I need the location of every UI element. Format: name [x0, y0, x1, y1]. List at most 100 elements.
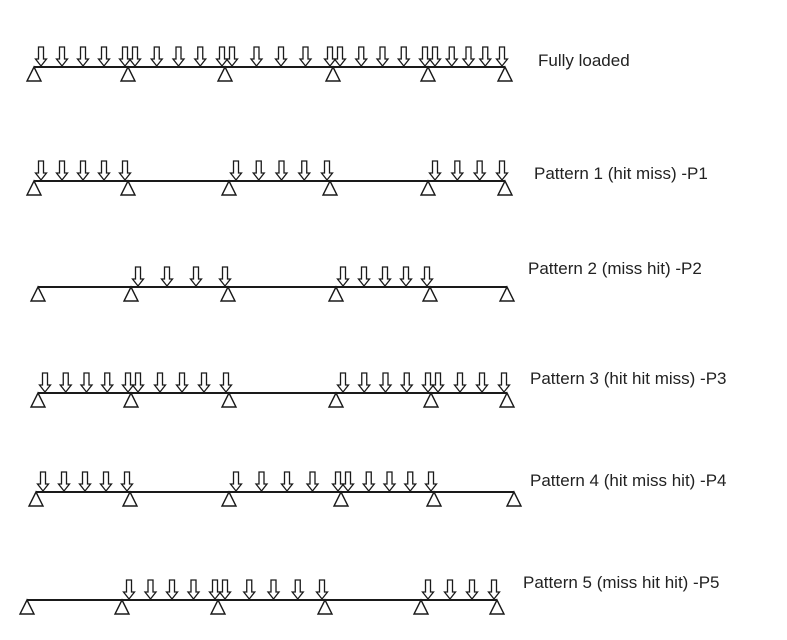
pin-support-icon [29, 285, 47, 302]
pin-support-icon [421, 285, 439, 302]
pin-support-icon [332, 490, 350, 507]
load-arrow-icon [189, 266, 203, 288]
pin-support-icon [113, 598, 131, 615]
pin-support-icon [498, 285, 516, 302]
load-arrow-icon [399, 266, 413, 288]
load-arrow-icon [160, 266, 174, 288]
pin-support-icon [422, 391, 440, 408]
load-arrow-icon [428, 46, 442, 68]
pin-support-icon [419, 65, 437, 82]
pin-support-icon [18, 598, 36, 615]
load-arrow-icon [290, 579, 305, 601]
row-label-pattern-3: Pattern 3 (hit hit miss) -P3 [530, 369, 727, 388]
load-arrow-icon [357, 372, 372, 394]
load-arrow-icon [461, 46, 476, 68]
pin-support-icon [119, 179, 137, 196]
load-arrow-icon [254, 471, 269, 493]
load-arrow-icon [421, 372, 435, 394]
row-label-pattern-4: Pattern 4 (hit miss hit) -P4 [530, 471, 727, 490]
load-arrow-icon [305, 471, 320, 493]
load-arrow-icon [375, 46, 390, 68]
pin-support-icon [321, 179, 339, 196]
load-arrow-icon [99, 471, 113, 493]
load-arrow-icon [333, 46, 347, 68]
load-arrow-icon [57, 471, 71, 493]
load-arrow-icon [315, 579, 329, 601]
load-arrow-icon [274, 46, 288, 68]
load-arrow-icon [131, 372, 145, 394]
load-arrow-icon [171, 46, 186, 68]
load-arrow-icon [218, 266, 232, 288]
beam-row-0 [25, 46, 514, 82]
load-arrow-icon [431, 372, 445, 394]
row-label-pattern-1: Pattern 1 (hit miss) -P1 [534, 164, 708, 183]
load-arrow-icon [197, 372, 211, 394]
load-arrow-icon [76, 160, 90, 182]
load-arrow-icon [118, 160, 132, 182]
load-arrow-icon [336, 372, 350, 394]
load-arrow-icon [251, 160, 266, 182]
load-arrow-icon [354, 46, 369, 68]
beam-row-1 [25, 160, 514, 196]
pin-support-icon [419, 179, 437, 196]
pin-support-icon [209, 598, 227, 615]
load-arrow-icon [229, 471, 243, 493]
load-arrow-icon [341, 471, 355, 493]
load-arrow-icon [274, 160, 289, 182]
pin-support-icon [122, 391, 140, 408]
load-arrow-icon [323, 46, 337, 68]
load-arrow-icon [193, 46, 208, 68]
load-arrow-icon [396, 46, 411, 68]
load-arrow-icon [428, 160, 442, 182]
load-arrow-icon [421, 579, 435, 601]
load-arrow-icon [215, 46, 229, 68]
beam-row-4 [27, 471, 523, 507]
load-arrow-icon [208, 579, 222, 601]
load-arrow-icon [320, 160, 334, 182]
load-arrow-icon [153, 372, 167, 394]
load-arrow-icon [399, 372, 414, 394]
pin-support-icon [505, 490, 523, 507]
beam-row-5 [18, 579, 506, 615]
load-arrow-icon [444, 46, 459, 68]
pin-support-icon [25, 179, 43, 196]
row-label-pattern-2: Pattern 2 (miss hit) -P2 [528, 259, 702, 278]
pin-support-icon [220, 179, 238, 196]
pin-support-icon [316, 598, 334, 615]
load-arrow-icon [55, 160, 69, 182]
load-arrow-icon [143, 579, 158, 601]
pin-support-icon [324, 65, 342, 82]
load-arrow-icon [97, 46, 111, 68]
pin-support-icon [27, 490, 45, 507]
load-arrow-icon [453, 372, 467, 394]
load-arrow-icon [78, 471, 92, 493]
load-arrow-icon [298, 46, 313, 68]
load-arrow-icon [378, 372, 393, 394]
pin-support-icon [219, 285, 237, 302]
beam-row-2 [29, 266, 516, 302]
load-arrow-icon [131, 266, 145, 288]
load-arrow-icon [361, 471, 376, 493]
load-arrow-icon [475, 372, 489, 394]
load-arrow-icon [218, 579, 232, 601]
pin-support-icon [121, 490, 139, 507]
load-arrow-icon [186, 579, 201, 601]
load-arrow-icon [472, 160, 487, 182]
load-arrow-icon [357, 266, 371, 288]
load-arrow-icon [420, 266, 434, 288]
load-arrow-icon [495, 46, 509, 68]
pin-support-icon [122, 285, 140, 302]
load-arrow-icon [122, 579, 136, 601]
load-arrow-icon [424, 471, 438, 493]
load-arrow-icon [38, 372, 52, 394]
load-arrow-icon [249, 46, 264, 68]
pin-support-icon [29, 391, 47, 408]
load-arrow-icon [297, 160, 312, 182]
pin-support-icon [496, 65, 514, 82]
load-arrow-icon [403, 471, 418, 493]
pin-support-icon [412, 598, 430, 615]
load-arrow-icon [229, 160, 243, 182]
load-arrow-icon [219, 372, 233, 394]
load-arrow-icon [97, 160, 111, 182]
load-arrow-icon [465, 579, 479, 601]
